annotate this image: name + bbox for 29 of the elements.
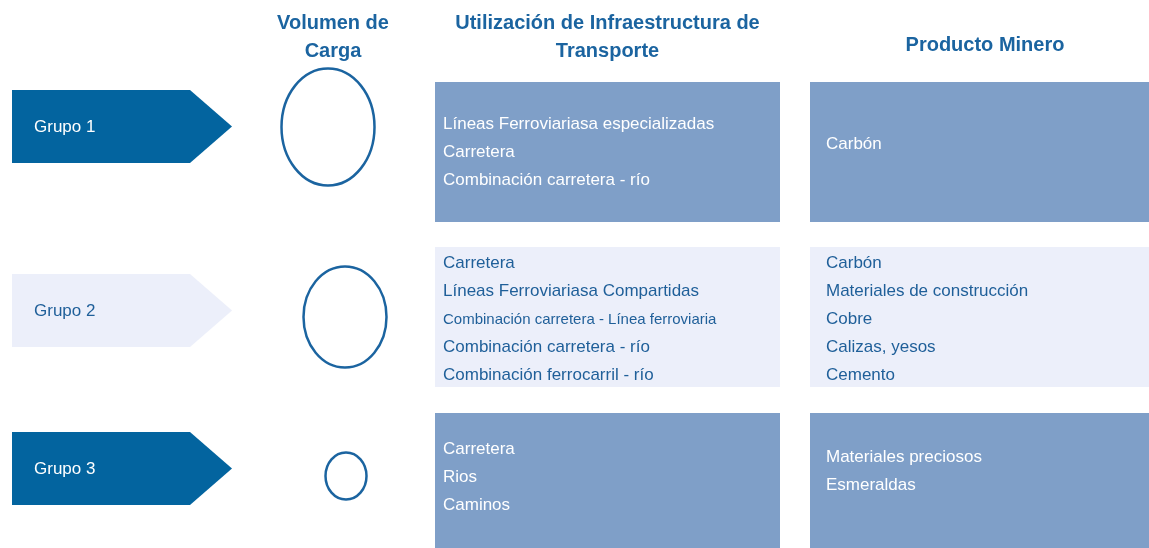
list-item: Materiales preciosos [826,446,982,468]
list-item: Cobre [826,308,873,330]
list-item: Materiales de construcción [826,280,1029,302]
list-item: Carretera [443,438,515,460]
list-item: Combinación carretera - Línea ferroviaria [443,309,717,329]
content-panel [810,82,1149,222]
list-item: Combinación carretera - río [443,169,650,191]
list-item: Esmeraldas [826,474,916,496]
content-panel [810,413,1149,548]
list-item: Caminos [443,494,511,516]
list-item: Carbón [826,252,882,274]
group-label: Grupo 1 [34,115,96,138]
list-item: Rios [443,466,477,488]
content-panel [435,82,780,222]
group-label: Grupo 2 [34,299,96,322]
list-item: Carbón [826,133,882,155]
list-item: Cemento [826,364,895,386]
list-item: Carretera [443,141,515,163]
list-item: Líneas Ferroviariasa Compartidas [443,280,700,302]
list-item: Calizas, yesos [826,336,936,358]
list-item: Carretera [443,252,515,274]
list-item: Combinación carretera - río [443,336,650,358]
content-panel [435,413,780,548]
column-header: Producto Minero [904,32,1066,57]
group-label: Grupo 3 [34,457,96,480]
list-item: Combinación ferrocarril - río [443,364,654,386]
list-item: Líneas Ferroviariasa especializadas [443,113,715,135]
column-header: Utilización de Infraestructura de Transporte [454,10,761,63]
column-header: Volumen de Carga [276,10,390,63]
